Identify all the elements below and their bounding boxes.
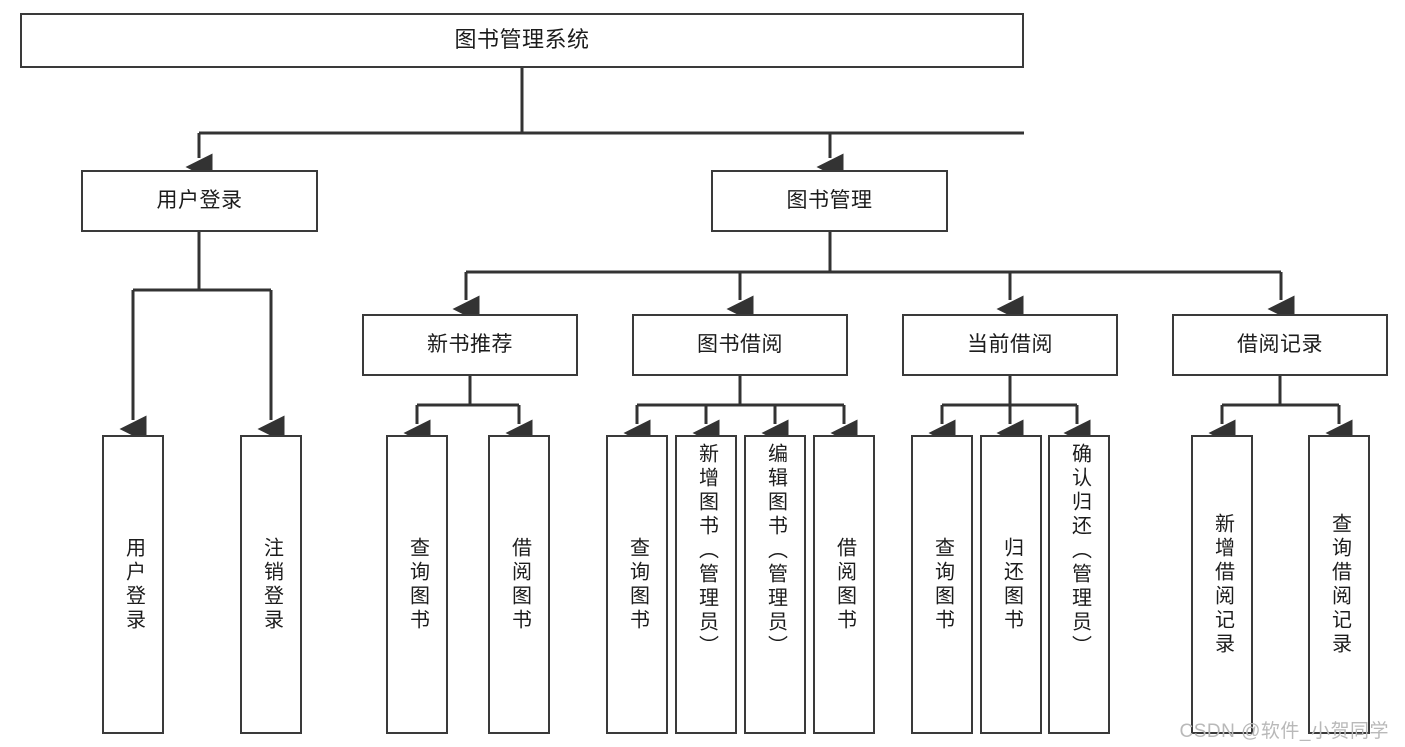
node-leaf-query-book-3[interactable]: 查询图书	[911, 435, 973, 734]
node-label: 新书推荐	[427, 333, 513, 357]
leaf-text-wrap: 编辑图书（管理员）	[746, 437, 804, 732]
node-label: 归还图书	[1000, 536, 1023, 633]
node-borrow-record[interactable]: 借阅记录	[1172, 314, 1388, 376]
leaf-text-wrap: 归还图书	[982, 437, 1040, 732]
node-user-login[interactable]: 用户登录	[81, 170, 318, 232]
leaf-text-wrap: 确认归还（管理员）	[1050, 437, 1108, 732]
leaf-text-wrap: 新增借阅记录	[1193, 437, 1251, 732]
node-label: 借阅图书	[508, 536, 531, 633]
watermark-text: CSDN @软件_小贺同学	[1179, 721, 1389, 742]
node-leaf-return-book[interactable]: 归还图书	[980, 435, 1042, 734]
node-leaf-add-borrow-record[interactable]: 新增借阅记录	[1191, 435, 1253, 734]
node-label: 新增借阅记录	[1211, 512, 1234, 657]
node-label: 图书管理	[786, 189, 873, 213]
leaf-text-wrap: 借阅图书	[815, 437, 873, 732]
leaf-text-wrap: 新增图书（管理员）	[677, 437, 735, 732]
node-label: 借阅图书	[833, 536, 856, 633]
node-root-system[interactable]: 图书管理系统	[20, 13, 1024, 68]
leaf-text-wrap: 用户登录	[104, 437, 162, 732]
node-new-book-recommend[interactable]: 新书推荐	[362, 314, 578, 376]
node-label: 用户登录	[122, 536, 145, 633]
node-label: 查询图书	[626, 536, 649, 633]
node-leaf-add-book[interactable]: 新增图书（管理员）	[675, 435, 737, 734]
node-label: 查询图书	[931, 536, 954, 633]
node-leaf-edit-book[interactable]: 编辑图书（管理员）	[744, 435, 806, 734]
leaf-text-wrap: 查询图书	[913, 437, 971, 732]
node-book-borrow[interactable]: 图书借阅	[632, 314, 848, 376]
node-leaf-borrow-book-1[interactable]: 借阅图书	[488, 435, 550, 734]
node-leaf-confirm-return[interactable]: 确认归还（管理员）	[1048, 435, 1110, 734]
node-label: 查询借阅记录	[1328, 512, 1351, 657]
leaf-text-wrap: 借阅图书	[490, 437, 548, 732]
node-label: 用户登录	[156, 189, 243, 213]
node-leaf-query-borrow-record[interactable]: 查询借阅记录	[1308, 435, 1370, 734]
leaf-text-wrap: 查询图书	[608, 437, 666, 732]
node-leaf-query-book-2[interactable]: 查询图书	[606, 435, 668, 734]
node-current-borrow[interactable]: 当前借阅	[902, 314, 1118, 376]
node-label: 查询图书	[406, 536, 429, 633]
node-leaf-query-book-1[interactable]: 查询图书	[386, 435, 448, 734]
leaf-text-wrap: 查询图书	[388, 437, 446, 732]
node-label: 图书管理系统	[454, 27, 590, 53]
node-book-management[interactable]: 图书管理	[711, 170, 948, 232]
leaf-text-wrap: 查询借阅记录	[1310, 437, 1368, 732]
node-leaf-borrow-book-2[interactable]: 借阅图书	[813, 435, 875, 734]
node-label: 确认归还（管理员）	[1068, 443, 1091, 659]
node-label: 图书借阅	[697, 333, 783, 357]
leaf-text-wrap: 注销登录	[242, 437, 300, 732]
node-label: 借阅记录	[1237, 333, 1323, 357]
node-label: 当前借阅	[967, 333, 1053, 357]
node-label: 新增图书（管理员）	[695, 443, 718, 659]
node-label: 编辑图书（管理员）	[764, 443, 787, 659]
node-leaf-logout-login[interactable]: 注销登录	[240, 435, 302, 734]
node-label: 注销登录	[260, 536, 283, 633]
node-leaf-user-login[interactable]: 用户登录	[102, 435, 164, 734]
